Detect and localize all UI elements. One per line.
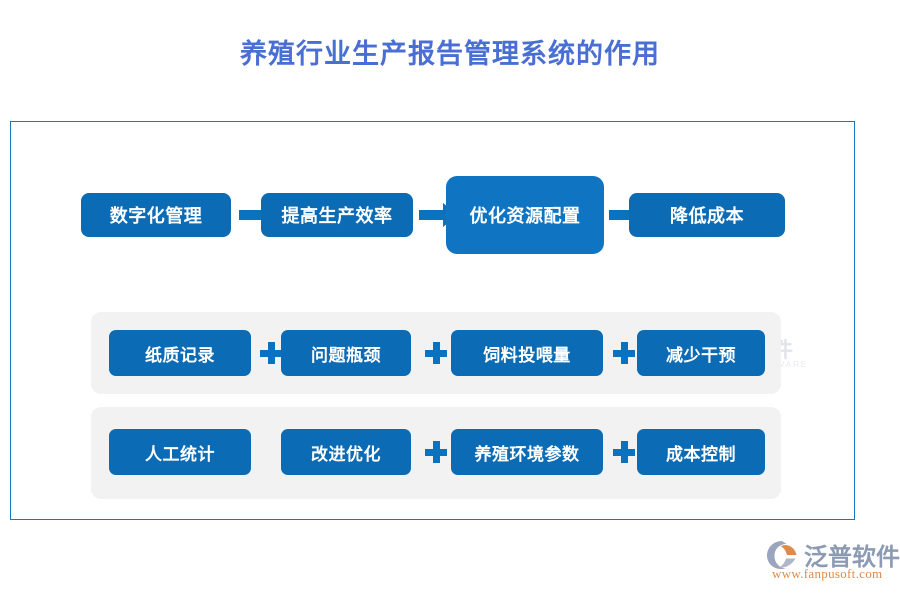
chip-r2-2[interactable]: 改进优化 xyxy=(281,429,411,475)
chip-r1-2[interactable]: 问题瓶颈 xyxy=(281,330,411,376)
diagram-frame: 泛普软件 FANPU SOFTWARE 数字化管理 提高生产效率 优化资源配置 … xyxy=(10,121,855,520)
chip-r1-2-label: 问题瓶颈 xyxy=(311,345,381,365)
chip-r2-3-label: 养殖环境参数 xyxy=(474,444,580,464)
chip-r2-1[interactable]: 人工统计 xyxy=(109,429,251,475)
flow-node-3[interactable]: 优化资源配置 xyxy=(446,176,604,254)
flow-node-1[interactable]: 数字化管理 xyxy=(81,193,231,237)
flow-node-4[interactable]: 降低成本 xyxy=(629,193,785,237)
plus-icon-r1-3 xyxy=(613,342,635,364)
chip-r1-1-label: 纸质记录 xyxy=(145,345,215,365)
flow-node-4-label: 降低成本 xyxy=(670,206,744,226)
chip-r2-1-label: 人工统计 xyxy=(145,444,215,464)
flow-node-2[interactable]: 提高生产效率 xyxy=(261,193,413,237)
flow-node-2-label: 提高生产效率 xyxy=(281,206,393,226)
flow-node-1-label: 数字化管理 xyxy=(109,206,203,226)
plus-icon-r1-1 xyxy=(260,342,282,364)
chip-r1-3[interactable]: 饲料投喂量 xyxy=(451,330,603,376)
flow-row: 数字化管理 提高生产效率 优化资源配置 降低成本 xyxy=(11,168,856,288)
brand-logo: 泛普软件 www.fanpusoft.com xyxy=(766,538,900,584)
brand-logo-icon xyxy=(767,541,797,569)
chip-r1-3-label: 饲料投喂量 xyxy=(483,345,571,365)
chip-r2-2-label: 改进优化 xyxy=(311,444,381,464)
chip-r1-1[interactable]: 纸质记录 xyxy=(109,330,251,376)
brand-url: www.fanpusoft.com xyxy=(772,566,883,581)
chip-r2-3[interactable]: 养殖环境参数 xyxy=(451,429,603,475)
brand-name: 泛普软件 xyxy=(804,544,900,571)
group-row-2: 人工统计 改进优化 养殖环境参数 成本控制 xyxy=(91,407,781,499)
page-title: 养殖行业生产报告管理系统的作用 xyxy=(240,39,660,69)
chip-r2-4[interactable]: 成本控制 xyxy=(637,429,765,475)
plus-icon-r2-2 xyxy=(613,441,635,463)
chip-r1-4-label: 减少干预 xyxy=(666,345,736,365)
flow-node-3-label: 优化资源配置 xyxy=(469,206,581,226)
chip-r2-4-label: 成本控制 xyxy=(666,444,736,464)
chip-r1-4[interactable]: 减少干预 xyxy=(637,330,765,376)
plus-icon-r2-1 xyxy=(425,441,447,463)
plus-icon-r1-2 xyxy=(425,342,447,364)
group-row-1: 纸质记录 问题瓶颈 饲料投喂量 减少干预 xyxy=(91,312,781,394)
